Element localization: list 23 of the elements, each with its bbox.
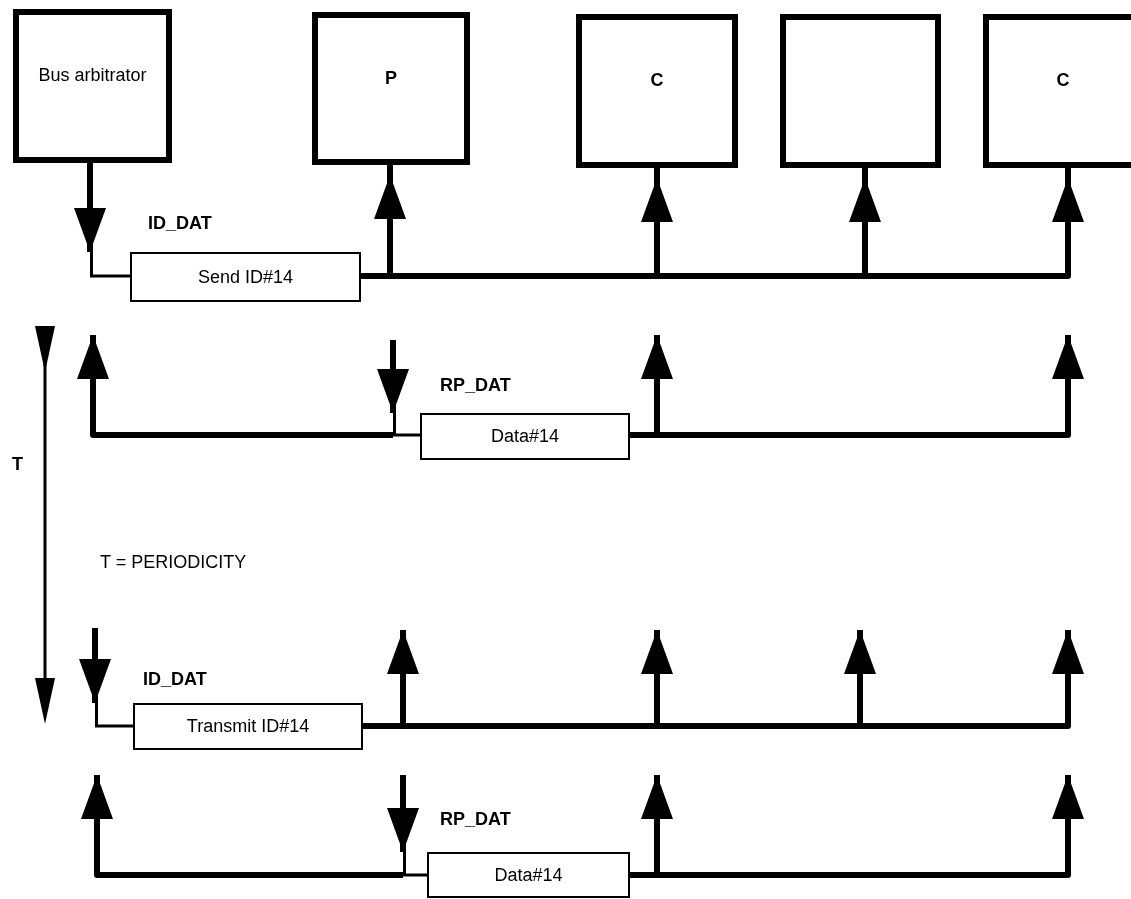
arrow [79,628,111,703]
message-label: ID_DAT [148,214,212,232]
message-box: Data#14 [420,413,630,460]
dimension-label: T [12,455,23,473]
unit-box: C [576,14,738,168]
arrow [77,335,393,438]
arrow [630,775,1084,878]
unit-box: P [312,12,470,165]
message-box: Transmit ID#14 [133,703,363,750]
unit-box: Bus arbitrator [13,9,172,163]
message-label: RP_DAT [440,376,511,394]
message-label: RP_DAT [440,810,511,828]
message-box: Data#14 [427,852,630,898]
arrow [377,340,409,413]
note-text: T = PERIODICITY [100,553,247,571]
unit-box: C [983,14,1131,168]
message-label: ID_DAT [143,670,207,688]
arrow [74,163,106,252]
arrow [387,775,419,852]
arrow [630,335,1084,438]
message-box: Send ID#14 [130,252,361,302]
empty-box [780,14,941,168]
arrow [81,775,403,878]
